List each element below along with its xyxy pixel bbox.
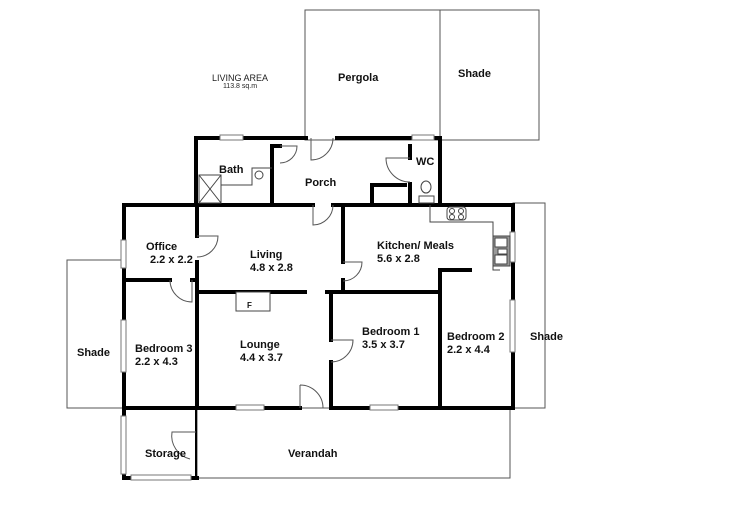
room-name: Shade bbox=[530, 331, 564, 343]
room-name: Living bbox=[250, 249, 283, 261]
room-name: Bedroom 2 bbox=[447, 331, 505, 343]
room-pergola: Pergola bbox=[338, 72, 378, 85]
room-name: Kitchen/ Meals bbox=[377, 240, 455, 252]
fixtures bbox=[198, 167, 511, 312]
fireplace-label: F bbox=[247, 299, 252, 312]
verandah-outline bbox=[196, 407, 511, 479]
living-area-summary: LIVING AREA 113.8 sq.m bbox=[200, 73, 280, 90]
room-name: Bedroom 1 bbox=[362, 326, 420, 338]
room-dims: 4.8 x 2.8 bbox=[250, 262, 293, 274]
walls bbox=[122, 136, 515, 480]
shade-left-outline bbox=[66, 259, 125, 409]
room-name: Storage bbox=[145, 448, 186, 460]
room-dims: 3.5 x 3.7 bbox=[362, 339, 405, 351]
room-dims: 2.2 x 4.4 bbox=[447, 344, 490, 356]
room-dims: 2.2 x 4.3 bbox=[135, 356, 178, 368]
room-name: Porch bbox=[305, 177, 337, 189]
room-name: Shade bbox=[458, 68, 492, 80]
basin-icon bbox=[254, 170, 264, 180]
room-name: Office bbox=[146, 241, 178, 253]
room-verandah: Verandah bbox=[288, 448, 338, 461]
room-name: WC bbox=[416, 156, 435, 168]
room-dims: 2.2 x 2.2 bbox=[150, 254, 193, 266]
room-name: Verandah bbox=[288, 448, 338, 460]
room-dims: 5.6 x 2.8 bbox=[377, 253, 420, 265]
room-porch: Porch bbox=[305, 177, 336, 190]
room-name: Bath bbox=[219, 164, 244, 176]
living-area-title: LIVING AREA bbox=[211, 73, 269, 83]
toilet-icon bbox=[418, 180, 435, 204]
room-shade-top: Shade bbox=[458, 68, 491, 81]
doors bbox=[169, 137, 411, 460]
fireplace-name: F bbox=[247, 301, 252, 310]
room-shade-right: Shade bbox=[530, 331, 563, 344]
room-wc: WC bbox=[416, 156, 434, 169]
shade-top-outline bbox=[439, 9, 540, 141]
shade-right-outline bbox=[512, 202, 546, 409]
room-name: Pergola bbox=[338, 72, 379, 84]
living-area-value: 113.8 sq.m bbox=[222, 83, 258, 90]
room-dims: 4.4 x 3.7 bbox=[240, 352, 283, 364]
room-storage: Storage bbox=[145, 448, 186, 461]
room-name: Lounge bbox=[240, 339, 280, 351]
room-shade-left: Shade bbox=[77, 347, 110, 360]
shower-icon bbox=[198, 174, 222, 204]
fireplace bbox=[235, 291, 271, 312]
room-bath: Bath bbox=[219, 164, 243, 177]
room-name: Bedroom 3 bbox=[135, 343, 193, 355]
windows bbox=[120, 134, 516, 481]
room-name: Shade bbox=[77, 347, 111, 359]
